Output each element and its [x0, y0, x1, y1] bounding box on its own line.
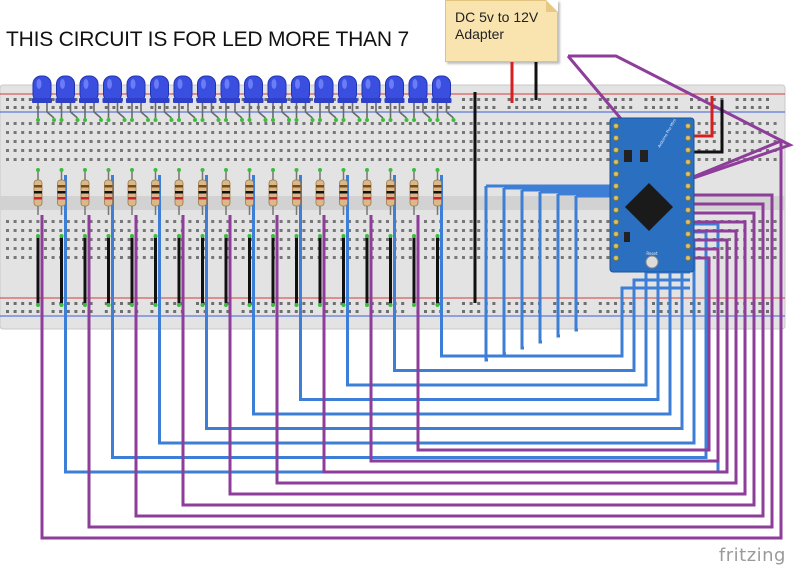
led-resistor-array: [32, 75, 456, 307]
breadboard: [0, 84, 786, 330]
blue-wire: [520, 190, 524, 350]
blue-wire: [393, 175, 690, 372]
blue-wire: [574, 196, 578, 332]
arduino-pro-mini: Reset Arduino Pro Mini: [609, 117, 695, 273]
adapter-note-line1: DC 5v to 12V: [455, 9, 539, 25]
purple-wire: [87, 193, 774, 529]
adapter-note-line2: Adapter: [455, 26, 505, 42]
blue-wire: [440, 175, 690, 358]
gnd-black-wire: [690, 100, 724, 154]
purple-wire: [275, 215, 738, 485]
purple-wire: [568, 54, 794, 186]
breadboard-holes: [6, 98, 777, 313]
purple-wire: [134, 202, 765, 518]
wiring: [40, 54, 794, 540]
reset-label: Reset: [646, 251, 658, 256]
purple-wire: [228, 215, 747, 496]
arduino-pins: [613, 123, 691, 261]
purple-wire: [40, 138, 783, 540]
blue-wire: [556, 194, 560, 338]
reset-button: [645, 255, 659, 269]
vcc-red-wire: [690, 96, 714, 138]
circuit-title: THIS CIRCUIT IS FOR LED MORE THAN 7: [6, 28, 409, 51]
fritzing-watermark: fritzing: [718, 545, 786, 566]
purple-wire: [369, 215, 720, 463]
adapter-note: DC 5v to 12V Adapter: [445, 0, 558, 62]
purple-wire: [322, 215, 729, 474]
purple-wire: [181, 211, 756, 507]
blue-wire: [484, 186, 488, 362]
blue-wire: [502, 188, 506, 356]
purple-wire: [416, 215, 711, 452]
power-wires: [473, 62, 724, 303]
blue-wire: [538, 192, 542, 344]
